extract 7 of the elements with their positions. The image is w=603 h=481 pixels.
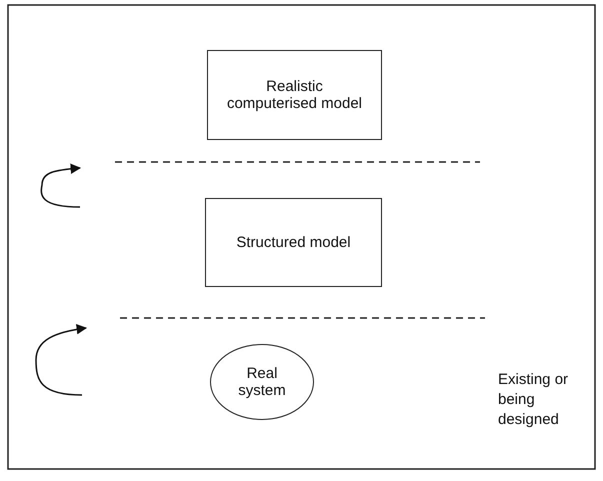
model-box [207,50,382,140]
node-label: Realistic computerised model [226,78,364,112]
node-label: Real system [237,365,287,399]
side-note: Existing or being designed [498,370,570,430]
node-label: Structured model [236,234,351,251]
model-box [205,198,382,287]
system-ellipse [210,344,314,420]
